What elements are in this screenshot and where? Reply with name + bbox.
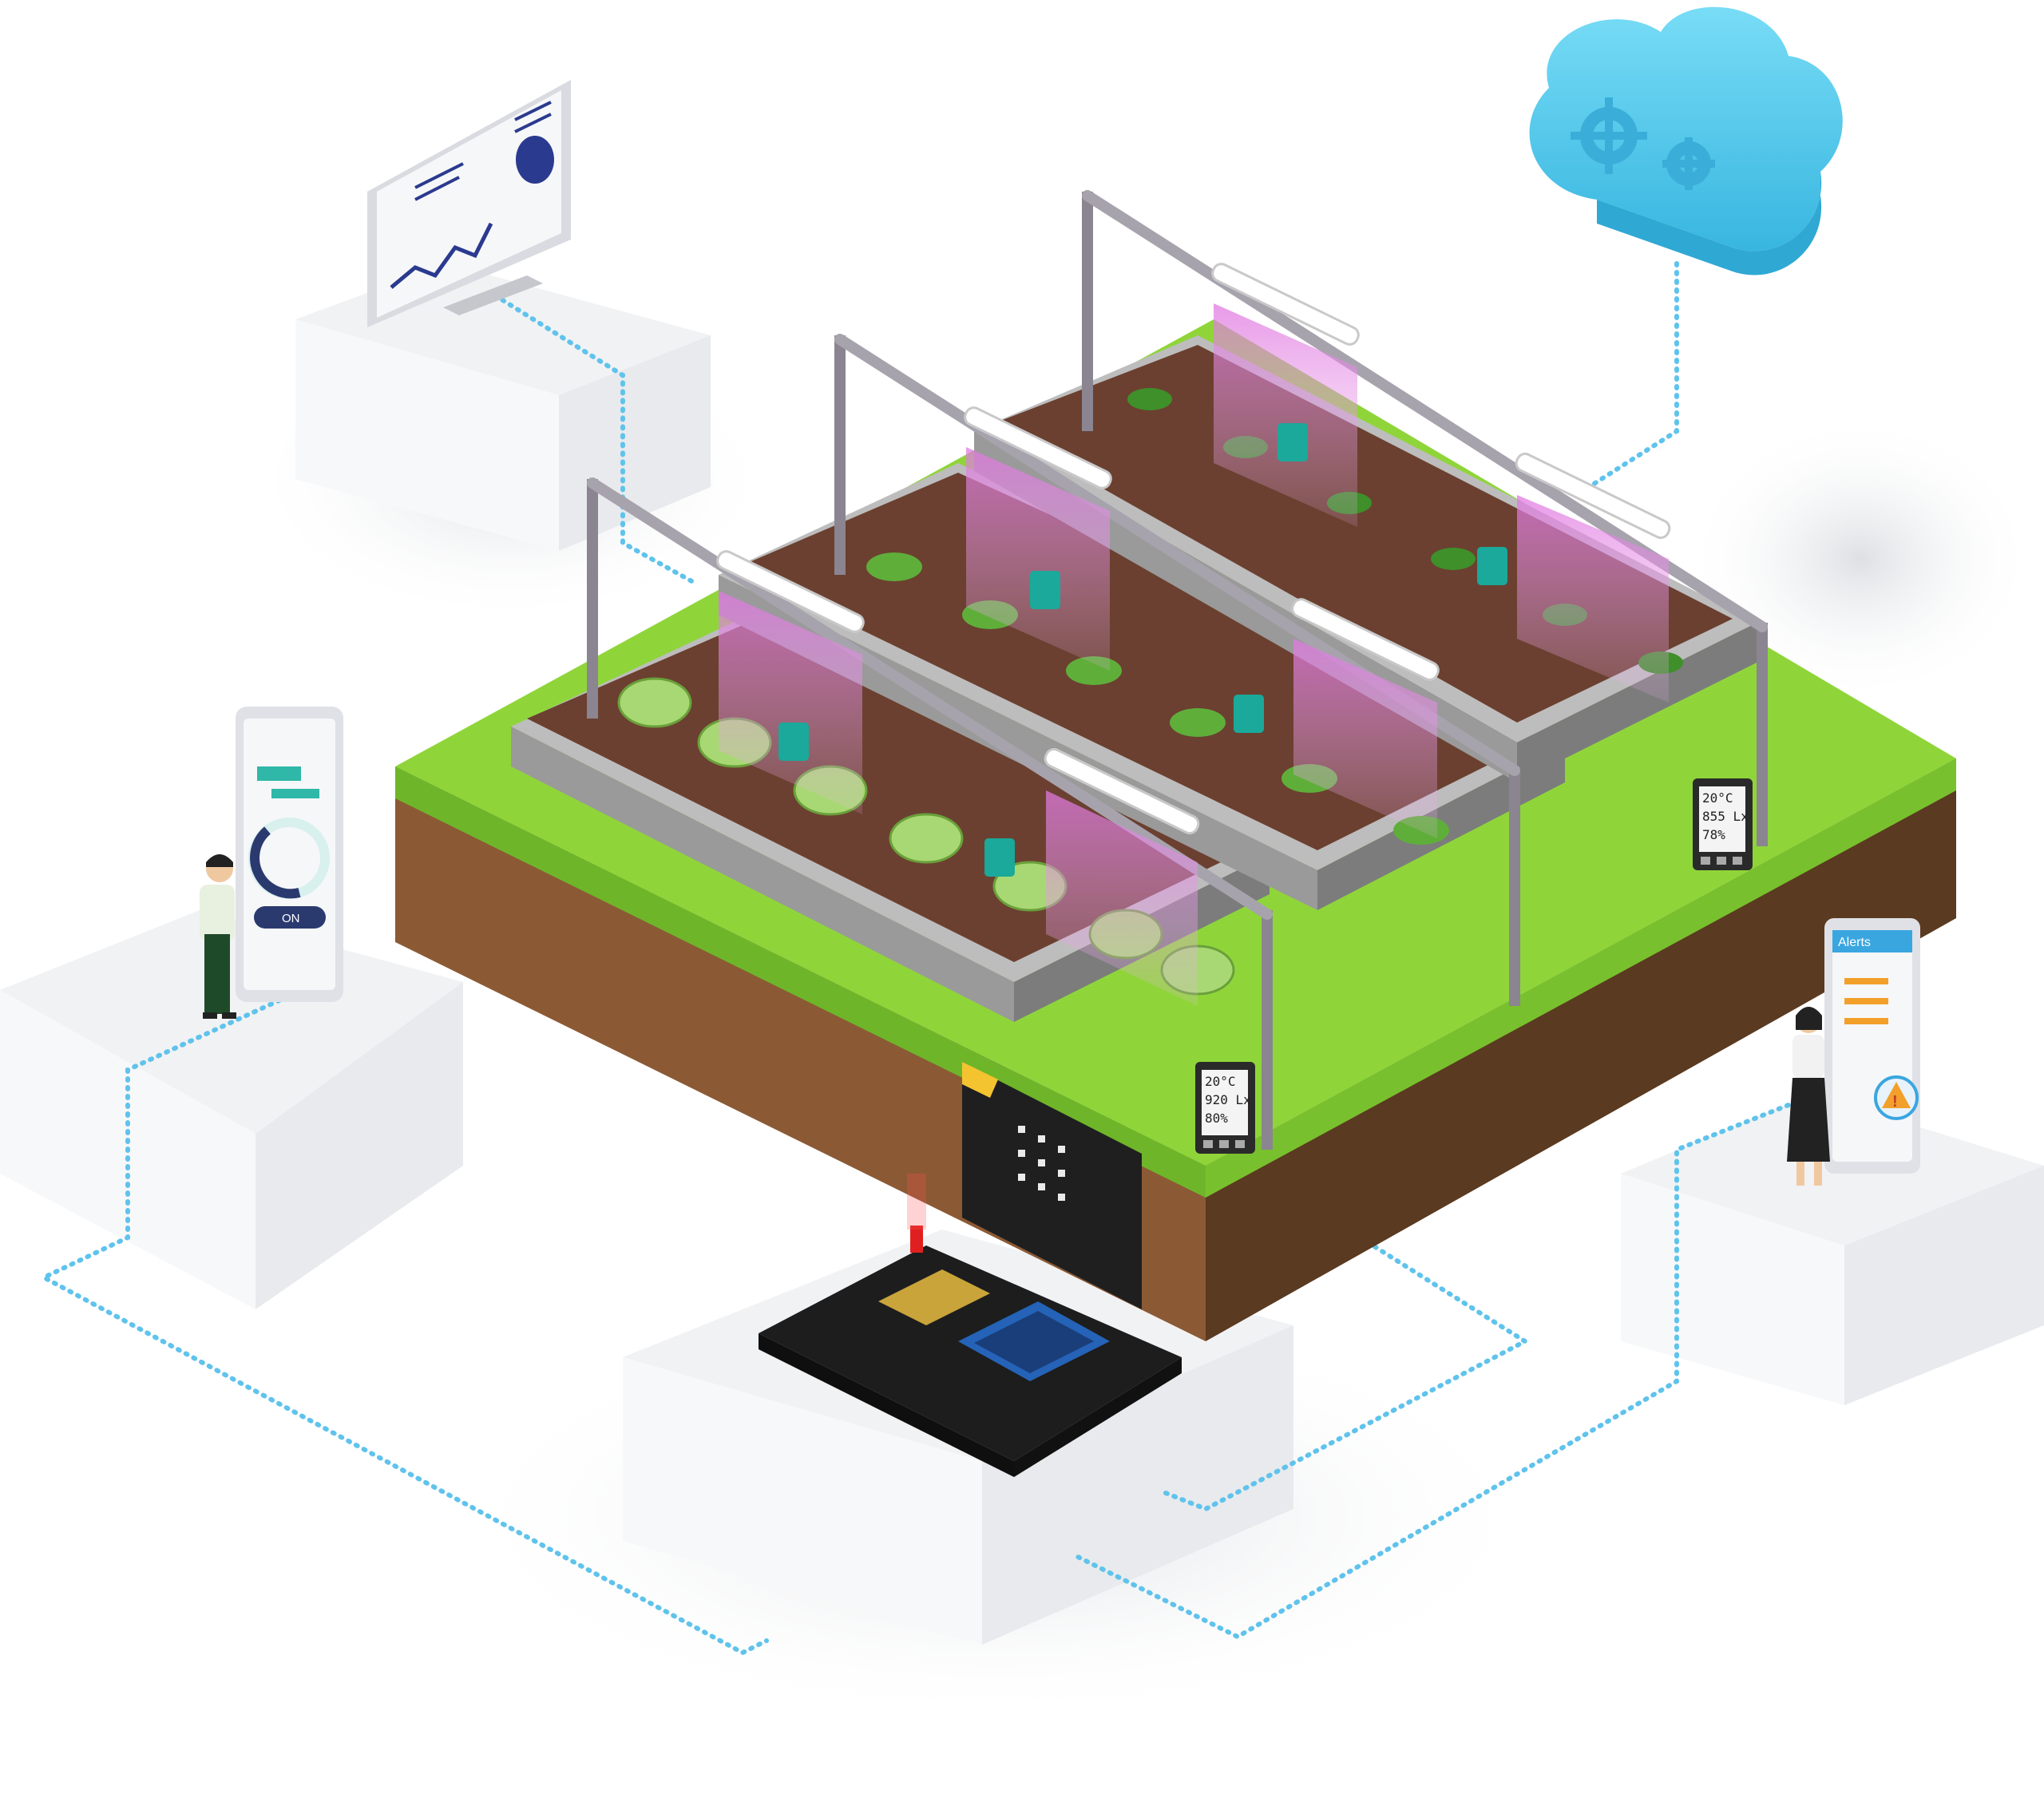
grass-edge-right xyxy=(1206,758,1956,1198)
on-toggle-label: ON xyxy=(282,912,300,925)
env-display-front: 20°C 920 Lx 80% xyxy=(1195,1062,1255,1154)
link-right-tablet xyxy=(1075,1099,1799,1640)
control-tablet-icon: ON xyxy=(236,707,343,1002)
alerts-tablet-icon: Alerts ! xyxy=(1824,918,1920,1174)
dashboard-monitor-icon xyxy=(367,80,571,327)
left-tablet-platform xyxy=(0,910,463,1309)
env-display-back: 20°C 855 Lx 78% xyxy=(1693,778,1753,870)
grow-light-frames xyxy=(587,190,1768,1150)
data-links xyxy=(38,261,1799,1656)
cloud-gears-icon xyxy=(1529,6,1843,275)
front-display-temp: 20°C xyxy=(1205,1074,1236,1089)
microcontroller-board-icon xyxy=(759,1062,1182,1477)
link-board-right xyxy=(1163,1202,1531,1512)
soil-sensors xyxy=(778,423,1507,877)
link-left-tablet xyxy=(38,980,769,1656)
person-left xyxy=(200,854,236,1019)
front-display-lux: 920 Lx xyxy=(1205,1092,1251,1107)
alerts-header: Alerts xyxy=(1838,936,1871,949)
on-toggle xyxy=(254,906,326,929)
soil-right-face xyxy=(1206,758,1956,1341)
back-display-temp: 20°C xyxy=(1702,790,1733,806)
alert-symbol: ! xyxy=(1892,1093,1898,1111)
link-monitor xyxy=(493,293,697,585)
front-display-humidity: 80% xyxy=(1205,1111,1228,1126)
back-display-lux: 855 Lx xyxy=(1702,809,1749,824)
person-right xyxy=(1787,1007,1830,1186)
back-display-humidity: 78% xyxy=(1702,827,1725,842)
link-cloud xyxy=(1586,261,1679,489)
pie-chart-icon xyxy=(516,136,554,184)
